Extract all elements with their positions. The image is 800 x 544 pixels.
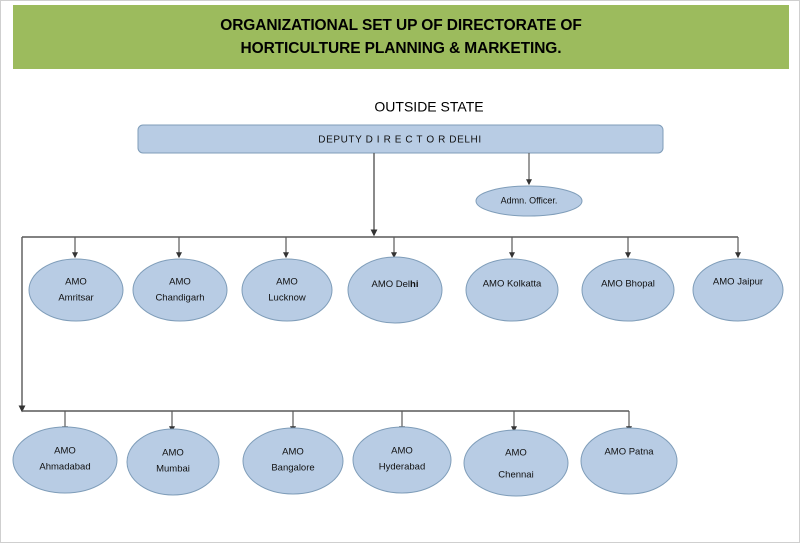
node-row1-7[interactable] <box>692 258 784 322</box>
node-row2-6-line1: AMO Patna <box>604 447 654 458</box>
node-row1-5[interactable] <box>465 258 559 322</box>
deputy-director-box[interactable] <box>137 124 664 154</box>
node-row1-2-line1: AMO <box>169 277 191 288</box>
node-admn-officer[interactable] <box>475 185 583 217</box>
node-row2-4-line1: AMO <box>391 446 413 457</box>
node-row2-6[interactable] <box>580 427 678 495</box>
node-admn-officer-label: Admn. Officer. <box>501 195 558 205</box>
node-row1-4[interactable] <box>347 256 443 324</box>
node-row2-3-line1: AMO <box>282 447 304 458</box>
node-row1-1-line2: Amritsar <box>58 293 93 304</box>
node-row1-1-line1: AMO <box>65 277 87 288</box>
node-row1-2-line2: Chandigarh <box>155 293 204 304</box>
section-label-outside-state: OUTSIDE STATE <box>374 99 483 115</box>
node-row2-4-line2: Hyderabad <box>379 462 425 473</box>
node-row1-5-line1: AMO Kolkatta <box>483 279 542 290</box>
title-banner: ORGANIZATIONAL SET UP OF DIRECTORATE OF … <box>13 5 789 69</box>
row1-nodes: AMO Amritsar AMO Chandigarh AMO Lucknow … <box>28 256 784 324</box>
node-row1-4-line1: AMO Delhi <box>372 279 419 290</box>
node-row2-1[interactable] <box>12 426 118 494</box>
row2-drops <box>62 411 632 433</box>
row1-drops <box>72 237 741 259</box>
node-row2-1-line2: Ahmadabad <box>39 462 90 473</box>
deputy-director-label: DEPUTY D I R E C T O R DELHI <box>318 135 482 146</box>
node-row2-2-line2: Mumbai <box>156 464 190 475</box>
node-row2-5-line2: Chennai <box>498 470 533 481</box>
node-row1-1[interactable] <box>28 258 124 322</box>
node-row1-3[interactable] <box>241 258 333 322</box>
node-row1-7-line1: AMO Jaipur <box>713 277 763 288</box>
node-row1-6-line1: AMO Bhopal <box>601 279 655 290</box>
node-row1-2[interactable] <box>132 258 228 322</box>
node-row1-3-line1: AMO <box>276 277 298 288</box>
node-row1-4-prefix: AMO Del <box>372 279 411 290</box>
node-row2-4[interactable] <box>352 426 452 494</box>
node-row2-2[interactable] <box>126 428 220 496</box>
node-row2-2-line1: AMO <box>162 448 184 459</box>
node-row1-3-line2: Lucknow <box>268 293 306 304</box>
node-row2-3[interactable] <box>242 427 344 495</box>
node-row2-5[interactable] <box>463 429 569 497</box>
node-row1-6[interactable] <box>581 258 675 322</box>
title-line-2: HORTICULTURE PLANNING & MARKETING. <box>240 40 562 57</box>
row2-nodes: AMO Ahmadabad AMO Mumbai AMO Bangalore A… <box>12 426 678 497</box>
node-row2-5-line1: AMO <box>505 448 527 459</box>
node-row1-4-suffix: hi <box>410 279 418 290</box>
node-row2-1-line1: AMO <box>54 446 76 457</box>
node-row2-3-line2: Bangalore <box>271 463 314 474</box>
title-line-1: ORGANIZATIONAL SET UP OF DIRECTORATE OF <box>220 16 582 34</box>
